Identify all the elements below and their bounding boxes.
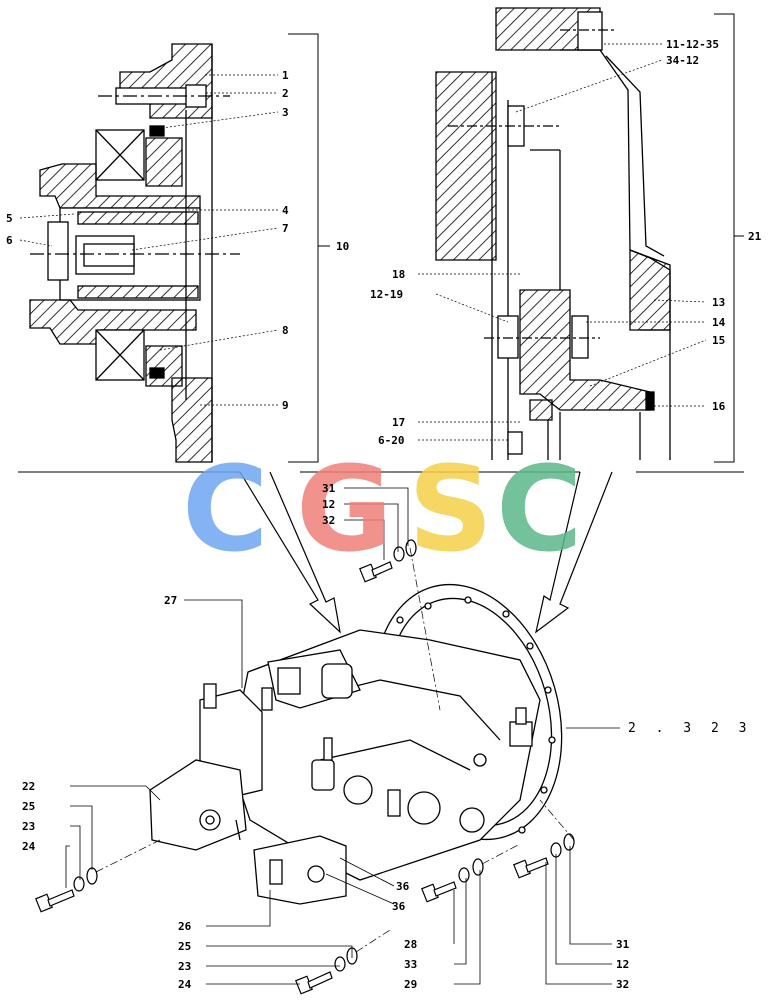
callout-9: 9 <box>282 399 289 412</box>
top-left-section-view <box>29 43 240 463</box>
top-left-labels: 1 2 3 4 5 6 7 8 9 10 <box>6 69 349 412</box>
washer-23-left <box>73 876 85 892</box>
top-left-leaders <box>19 74 279 406</box>
cgsc-watermark: C G S C <box>182 440 583 578</box>
bolt-32-right <box>513 857 549 879</box>
callout-31-top: 31 <box>322 482 336 495</box>
assembly-leaders <box>65 487 620 985</box>
callout-29: 29 <box>404 978 417 991</box>
callout-36-b: 36 <box>392 900 406 913</box>
callout-11-12-35: 11-12-35 <box>666 38 719 51</box>
callout-17: 17 <box>392 416 405 429</box>
top-right-bracket <box>714 13 744 463</box>
assembly-guides <box>95 547 575 953</box>
callout-12-right: 12 <box>616 958 629 971</box>
callout-13: 13 <box>712 296 725 309</box>
bolt-24-left <box>35 889 75 913</box>
bolt-32-top <box>359 561 393 583</box>
callout-3: 3 <box>282 106 289 119</box>
washer-31-right <box>563 833 575 851</box>
callout-24-left: 24 <box>22 840 36 853</box>
top-right-labels: 11-12-35 34-12 18 12-19 13 14 15 16 17 6… <box>370 38 762 447</box>
callout-12-19: 12-19 <box>370 288 403 301</box>
callout-28: 28 <box>404 938 417 951</box>
washer-12-top <box>393 546 405 562</box>
callout-31-right: 31 <box>616 938 630 951</box>
watermark-letter-c2: C <box>496 440 583 578</box>
washer-29 <box>472 858 484 876</box>
callout-27: 27 <box>164 594 177 607</box>
callout-15: 15 <box>712 334 725 347</box>
washer-31-top <box>405 539 417 557</box>
top-left-bracket <box>288 33 330 463</box>
washer-33 <box>458 867 470 883</box>
callout-25-bottom: 25 <box>178 940 191 953</box>
callout-12-top: 12 <box>322 498 335 511</box>
top-right-leaders <box>418 43 707 441</box>
callout-18: 18 <box>392 268 405 281</box>
callout-14: 14 <box>712 316 726 329</box>
callout-6-20: 6-20 <box>378 434 405 447</box>
callout-4: 4 <box>282 204 289 217</box>
callout-32-top: 32 <box>322 514 335 527</box>
pump-assembly <box>149 583 563 905</box>
bolt-28 <box>421 881 457 903</box>
washer-23-bottom <box>334 956 346 972</box>
callout-group-10: 10 <box>336 240 349 253</box>
reference-2-323: 2 . 3 2 3 <box>628 721 752 736</box>
fasteners <box>35 539 575 995</box>
callout-36-a: 36 <box>396 880 410 893</box>
assembly-arrows <box>239 471 613 634</box>
callout-group-21: 21 <box>748 230 762 243</box>
callout-32-right: 32 <box>616 978 629 991</box>
callout-24-bottom: 24 <box>178 978 192 991</box>
callout-7: 7 <box>282 222 289 235</box>
bolt-24-bottom <box>295 971 333 995</box>
watermark-letter-s: S <box>408 440 493 578</box>
callout-26: 26 <box>178 920 192 933</box>
callout-2: 2 <box>282 87 289 100</box>
washer-25-left <box>86 867 98 885</box>
watermark-letter-g: G <box>296 440 393 578</box>
callout-1: 1 <box>282 69 289 82</box>
callout-34-12: 34-12 <box>666 54 699 67</box>
callout-16: 16 <box>712 400 726 413</box>
watermark-letter-c1: C <box>182 440 269 578</box>
callout-8: 8 <box>282 324 289 337</box>
callout-33: 33 <box>404 958 417 971</box>
callout-23-bottom: 23 <box>178 960 191 973</box>
callout-5: 5 <box>6 212 13 225</box>
callout-23-left: 23 <box>22 820 35 833</box>
assembly-labels: 31 12 32 27 22 25 23 24 26 25 23 24 36 3… <box>22 482 752 991</box>
callout-25-left: 25 <box>22 800 35 813</box>
top-right-section-view <box>435 7 671 460</box>
callout-22: 22 <box>22 780 35 793</box>
callout-6: 6 <box>6 234 13 247</box>
